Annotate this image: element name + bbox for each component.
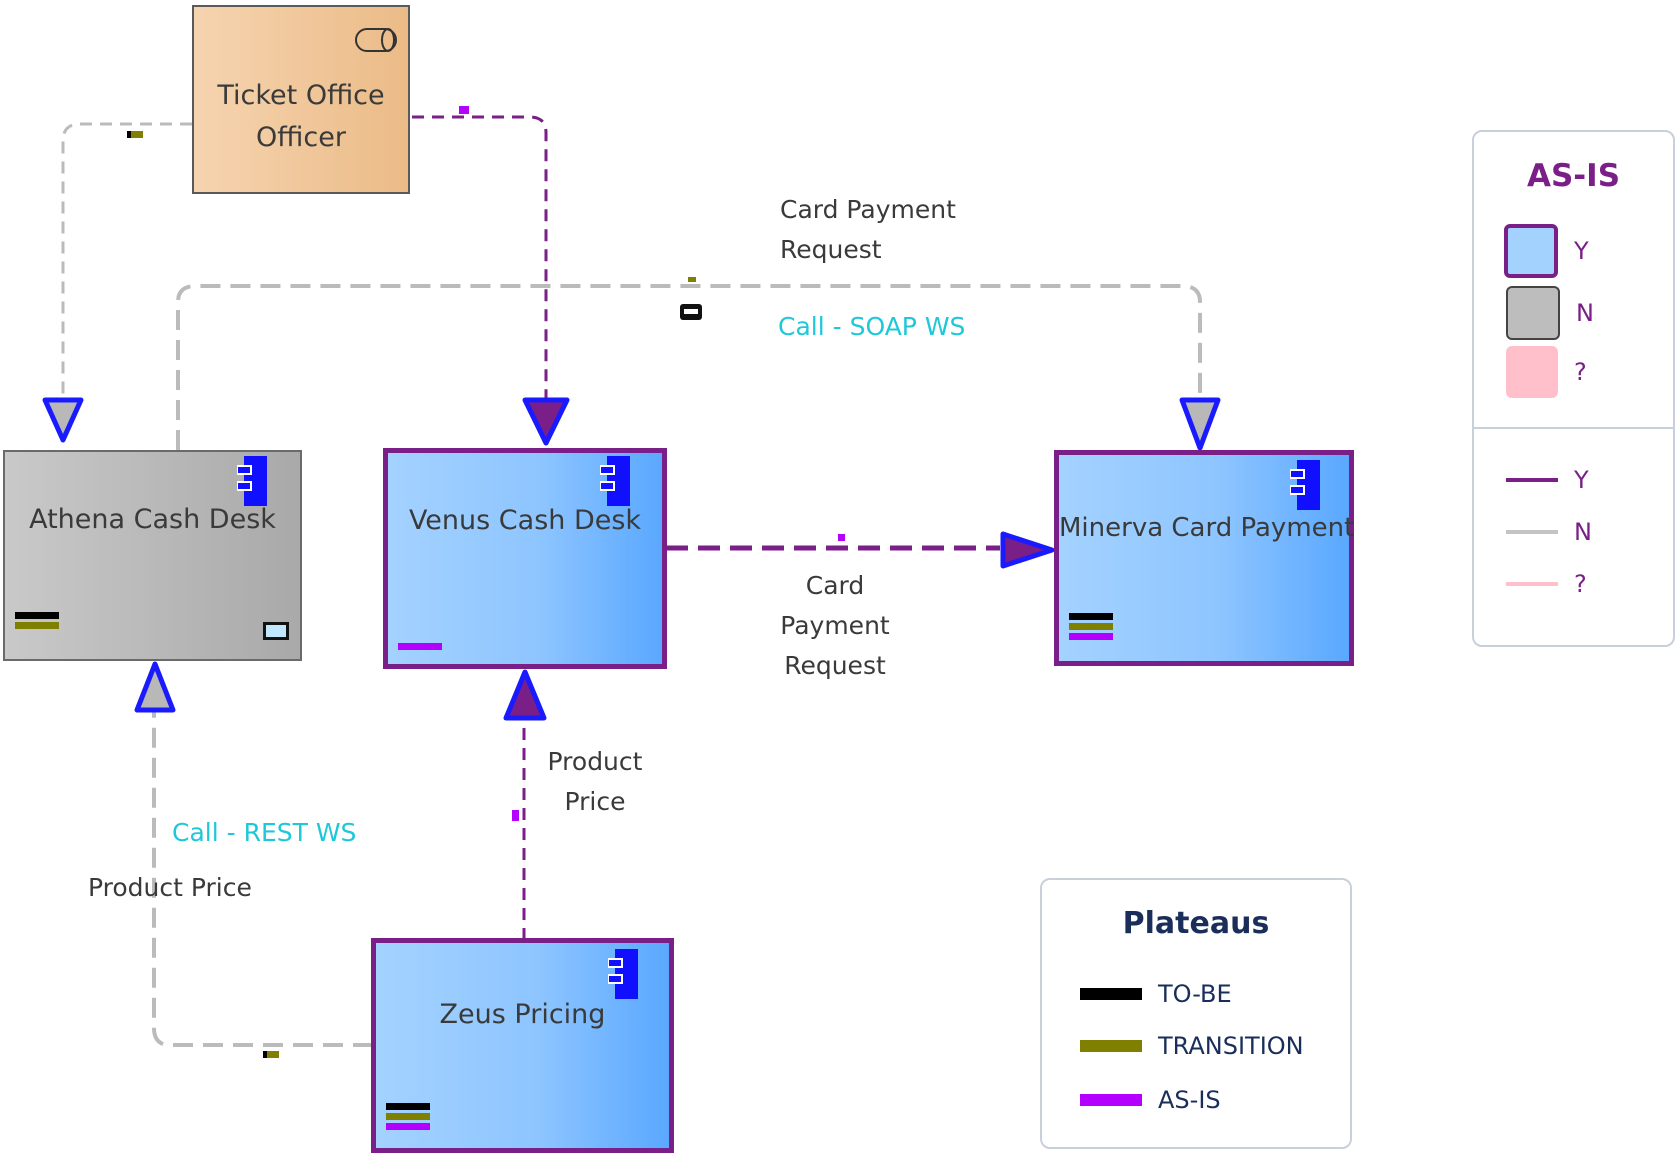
arrowhead-athena-bottom xyxy=(134,661,176,713)
arrowhead-minerva-left xyxy=(1000,531,1055,569)
edge-marker xyxy=(688,277,696,282)
legend-row-transition: TRANSITION xyxy=(1080,1032,1304,1060)
legend-text: N xyxy=(1576,299,1594,327)
component-icon xyxy=(600,456,630,506)
legend-text: Y xyxy=(1574,237,1589,265)
edge-marker xyxy=(263,1051,267,1058)
label-product-price-mid: Product Price xyxy=(547,747,643,816)
legend-title: Plateaus xyxy=(1122,906,1270,941)
edge-athena-minerva[interactable] xyxy=(176,284,1202,450)
legend-row-line-q: ? xyxy=(1506,570,1587,598)
legend-asis: AS-IS Y N ? Y N ? xyxy=(1472,130,1675,647)
edge-zeus-athena[interactable] xyxy=(152,712,373,1047)
note-call-soap-ws: Call - SOAP WS xyxy=(778,312,966,341)
legend-text: TO-BE xyxy=(1158,980,1232,1008)
legend-swatch-n xyxy=(1506,286,1560,340)
component-icon xyxy=(237,456,267,506)
legend-divider xyxy=(1474,427,1673,429)
legend-row-box-y: Y xyxy=(1504,224,1589,278)
node-athena-cash-desk[interactable]: Athena Cash Desk xyxy=(3,450,302,661)
node-label: Venus Cash Desk xyxy=(408,505,642,536)
node-label: Zeus Pricing xyxy=(439,999,606,1030)
node-minerva-card-payment[interactable]: Minerva Card Payment xyxy=(1054,450,1354,666)
edge-officer-venus[interactable] xyxy=(412,115,548,400)
legend-row-line-y: Y xyxy=(1506,466,1589,494)
arrowhead-venus-top xyxy=(522,397,570,446)
legend-bar-tobe xyxy=(1080,988,1142,1000)
node-label: Athena Cash Desk xyxy=(29,504,276,535)
node-zeus-pricing[interactable]: Zeus Pricing xyxy=(371,938,674,1153)
legend-row-asis: AS-IS xyxy=(1080,1086,1221,1114)
legend-bar-transition xyxy=(1080,1040,1142,1052)
edge-marker xyxy=(127,131,143,138)
legend-line-y xyxy=(1506,478,1558,482)
interface-icon xyxy=(263,622,289,640)
legend-row-line-n: N xyxy=(1506,518,1592,546)
node-ticket-office-officer[interactable]: Ticket Office Officer xyxy=(192,5,410,194)
legend-plateaus: Plateaus TO-BE TRANSITION AS-IS xyxy=(1040,878,1352,1149)
legend-row-tobe: TO-BE xyxy=(1080,980,1232,1008)
plateau-bars xyxy=(1069,613,1113,643)
component-icon xyxy=(608,949,638,999)
legend-title: AS-IS xyxy=(1526,158,1621,194)
soap-icon-inner xyxy=(684,309,698,314)
node-venus-cash-desk[interactable]: Venus Cash Desk xyxy=(383,448,667,669)
edge-marker xyxy=(459,106,469,114)
component-icon xyxy=(1290,460,1320,510)
node-label: Minerva Card Payment xyxy=(1059,513,1355,543)
legend-line-q xyxy=(1506,582,1558,586)
actor-role-icon xyxy=(355,28,397,52)
legend-text: ? xyxy=(1574,358,1587,386)
label-product-price-left: Product Price xyxy=(88,873,252,902)
node-label: Ticket Office Officer xyxy=(217,80,385,153)
legend-bar-asis xyxy=(1080,1094,1142,1106)
legend-row-box-n: N xyxy=(1506,286,1594,340)
legend-text: TRANSITION xyxy=(1158,1032,1304,1060)
edge-marker xyxy=(838,534,845,541)
edge-officer-athena[interactable] xyxy=(61,122,192,400)
note-call-rest-ws: Call - REST WS xyxy=(172,818,357,847)
arrowhead-venus-bottom xyxy=(503,669,547,721)
arrowhead-minerva-top xyxy=(1179,397,1221,451)
plateau-bars xyxy=(15,612,59,632)
edge-marker xyxy=(263,1051,279,1058)
legend-text: ? xyxy=(1574,570,1587,598)
legend-swatch-y xyxy=(1504,224,1558,278)
label-card-payment-request-top: Card Payment Request xyxy=(780,195,956,264)
legend-text: Y xyxy=(1574,466,1589,494)
legend-row-box-q: ? xyxy=(1506,346,1587,398)
arrowhead-athena-top xyxy=(42,397,84,443)
edge-marker xyxy=(127,131,131,138)
legend-line-n xyxy=(1506,530,1558,534)
plateau-bars xyxy=(386,1103,430,1133)
legend-swatch-q xyxy=(1506,346,1558,398)
label-card-payment-request-mid: Card Payment Request xyxy=(780,571,890,680)
legend-text: AS-IS xyxy=(1158,1086,1221,1114)
plateau-bars xyxy=(398,643,442,653)
legend-text: N xyxy=(1574,518,1592,546)
edge-marker xyxy=(512,810,519,821)
